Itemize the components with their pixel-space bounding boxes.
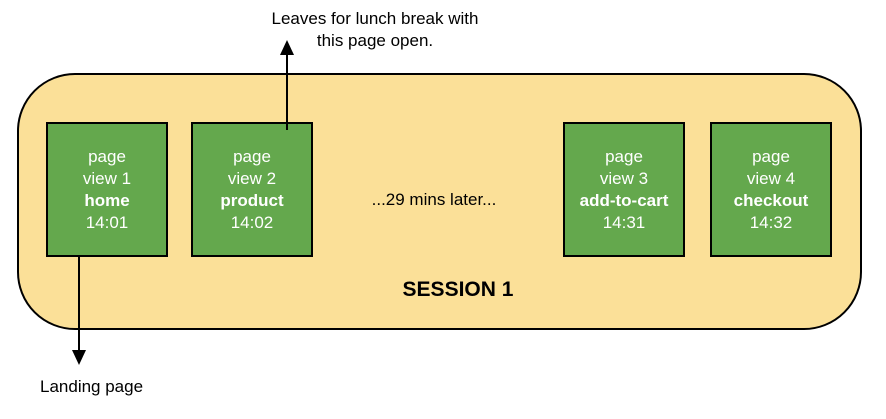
page-view-name: add-to-cart	[579, 190, 669, 210]
arrow-down-icon	[72, 350, 86, 365]
landing-page-note: Landing page	[40, 377, 144, 396]
page-view-prefix: page	[233, 146, 271, 166]
page-view-number: view 4	[746, 168, 796, 188]
arrow-up-icon	[280, 40, 294, 55]
page-view-number: view 2	[227, 168, 277, 188]
page-view-time: 14:32	[749, 212, 793, 232]
arrow-up-line	[286, 54, 288, 130]
lunch-break-note: Leaves for lunch break with this page op…	[271, 9, 479, 50]
page-view-box-1: page view 1 home 14:01	[46, 122, 168, 257]
arrow-down-line	[78, 257, 80, 352]
page-view-box-2: page view 2 product 14:02	[191, 122, 313, 257]
page-view-prefix: page	[752, 146, 790, 166]
page-view-box-4: page view 4 checkout 14:32	[710, 122, 832, 257]
page-view-name: checkout	[733, 190, 809, 210]
page-view-number: view 3	[599, 168, 649, 188]
page-view-box-3: page view 3 add-to-cart 14:31	[563, 122, 685, 257]
page-view-time: 14:31	[602, 212, 646, 232]
page-view-name: product	[220, 190, 284, 210]
time-gap-note: ...29 mins later...	[371, 190, 497, 209]
page-view-number: view 1	[82, 168, 132, 188]
page-view-time: 14:02	[230, 212, 274, 232]
page-view-time: 14:01	[85, 212, 129, 232]
page-view-prefix: page	[605, 146, 643, 166]
page-view-name: home	[84, 190, 130, 210]
page-view-prefix: page	[88, 146, 126, 166]
session-container: page view 1 home 14:01 page view 2 produ…	[17, 73, 862, 330]
session-label: SESSION 1	[402, 278, 514, 301]
